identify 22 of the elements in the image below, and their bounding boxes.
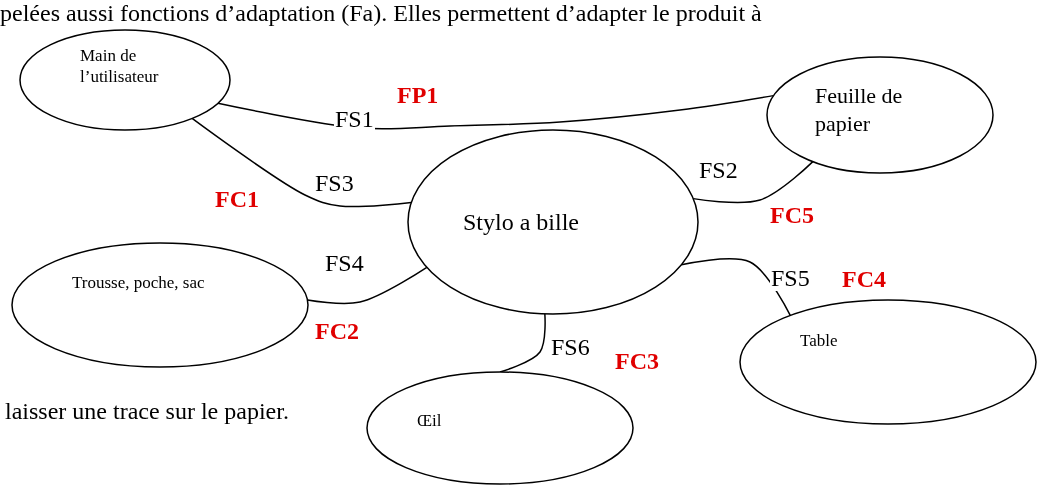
ellipse-node [366,371,634,485]
node-label: Stylo a bille [463,208,580,237]
text-line: laisser une trace sur le papier. [5,398,289,425]
ellipse-node [11,242,309,368]
node-label: Feuille de papier [815,82,904,137]
connector-line [306,266,428,305]
node-label: Main de l’utilisateur [80,45,160,88]
function-code: FC1 [215,186,259,213]
function-code: FC4 [842,266,886,293]
ellipse-node [739,299,1037,425]
node-label: Œil [417,410,443,432]
node-label: Table [800,330,839,352]
function-code: FP1 [397,82,439,109]
ellipse-node [766,56,994,174]
function-code: FC2 [315,318,359,345]
ellipse-node [407,129,699,315]
text-line: pelées aussi fonctions d’adaptation (Fa). Elles permettent d’adapter le produit à [0,0,762,27]
ellipse-node [19,29,231,131]
function-code: FC5 [770,202,814,229]
node-label: Trousse, poche, sac [72,272,206,294]
connector-line [499,313,546,373]
function-code: FC3 [615,348,659,375]
